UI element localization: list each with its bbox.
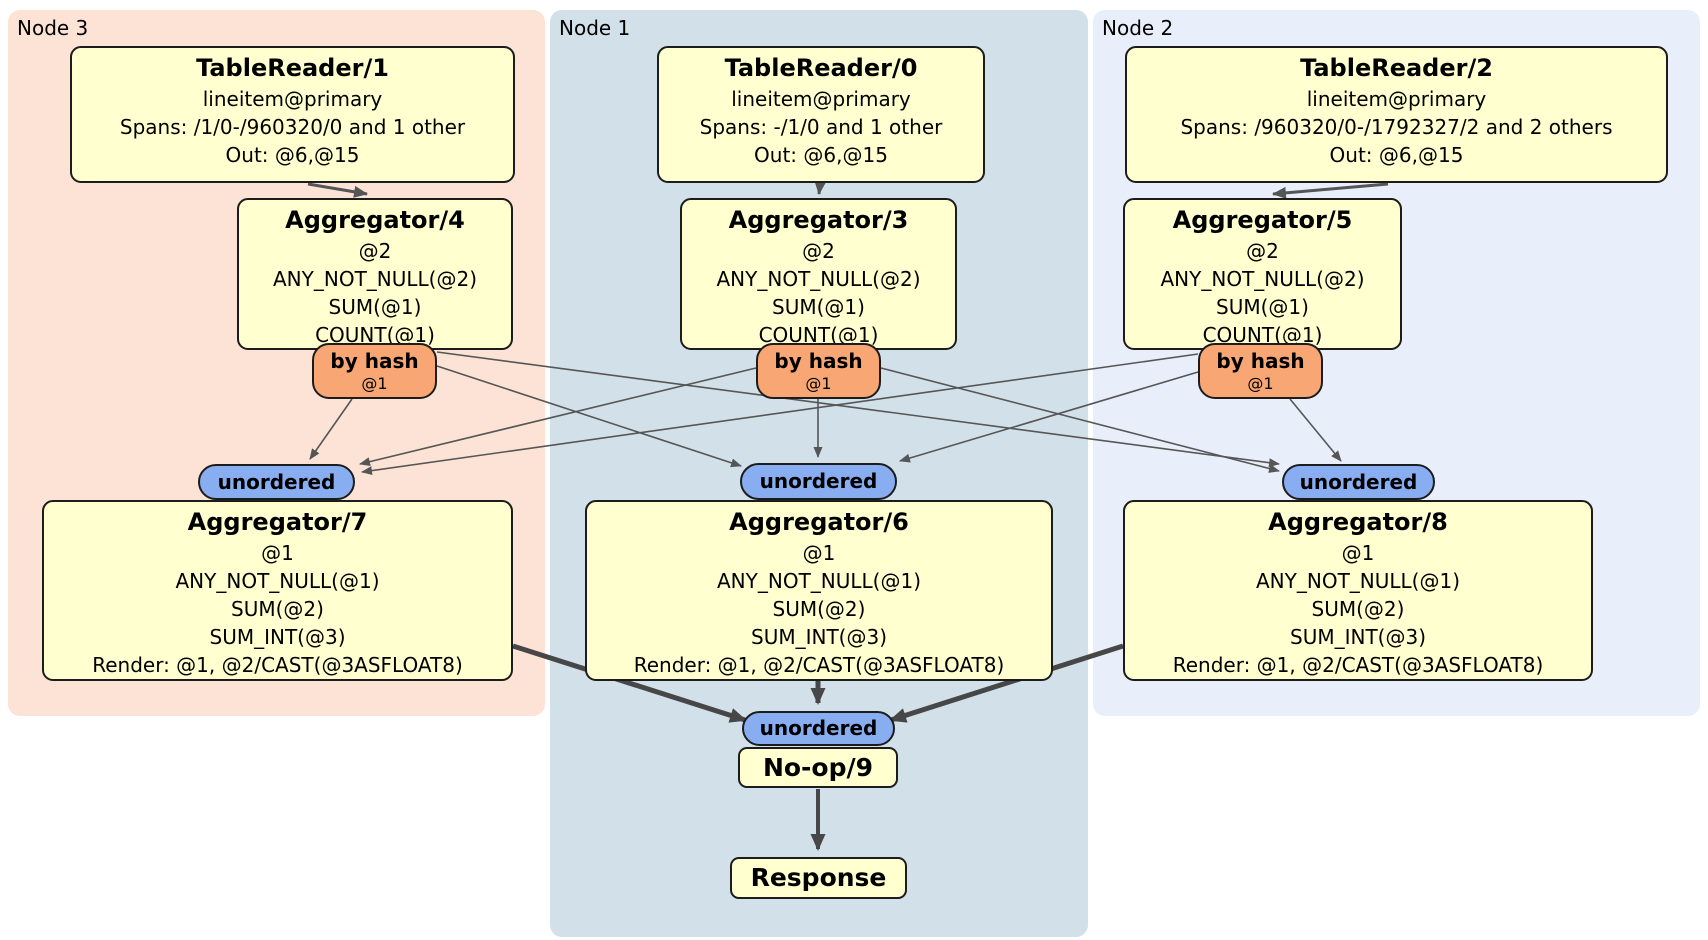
processor-detail: Render: @1, @2/CAST(@3ASFLOAT8)	[633, 653, 1005, 677]
processor-aggregator-3: Aggregator/3 @2 ANY_NOT_NULL(@2) SUM(@1)…	[680, 198, 957, 350]
processor-title: Aggregator/3	[728, 206, 909, 234]
processor-detail: lineitem@primary	[731, 87, 911, 111]
router-label: by hash	[330, 349, 419, 373]
processor-title: Aggregator/7	[187, 508, 368, 536]
processor-detail: Out: @6,@15	[754, 143, 888, 167]
processor-detail: ANY_NOT_NULL(@2)	[273, 267, 477, 291]
processor-detail: SUM(@2)	[772, 597, 866, 621]
sync-unordered-node3: unordered	[198, 464, 355, 500]
processor-title: TableReader/2	[1300, 54, 1493, 82]
processor-detail: Spans: /1/0-/960320/0 and 1 other	[119, 115, 466, 139]
processor-title: TableReader/1	[196, 54, 389, 82]
processor-detail: ANY_NOT_NULL(@1)	[1256, 569, 1460, 593]
processor-detail: ANY_NOT_NULL(@2)	[716, 267, 921, 291]
sync-unordered-node1: unordered	[740, 463, 897, 500]
node3-group-label: Node 3	[17, 16, 89, 40]
processor-aggregator-4: Aggregator/4 @2 ANY_NOT_NULL(@2) SUM(@1)…	[237, 198, 513, 350]
processor-tablereader-2: TableReader/2 lineitem@primary Spans: /9…	[1125, 46, 1668, 183]
processor-title: TableReader/0	[724, 54, 918, 82]
processor-aggregator-6: Aggregator/6 @1 ANY_NOT_NULL(@1) SUM(@2)…	[585, 500, 1053, 681]
processor-detail: Render: @1, @2/CAST(@3ASFLOAT8)	[92, 653, 463, 677]
processor-aggregator-8: Aggregator/8 @1 ANY_NOT_NULL(@1) SUM(@2)…	[1123, 500, 1593, 681]
processor-detail: @2	[1246, 239, 1279, 263]
processor-detail: @1	[261, 541, 294, 565]
processor-detail: SUM(@1)	[328, 295, 422, 319]
node2-group-label: Node 2	[1102, 16, 1174, 40]
processor-detail: SUM(@2)	[1311, 597, 1405, 621]
processor-detail: SUM_INT(@3)	[1290, 625, 1426, 649]
processor-title: Aggregator/6	[729, 508, 909, 536]
processor-detail: ANY_NOT_NULL(@1)	[175, 569, 380, 593]
router-arg: @1	[361, 374, 388, 393]
processor-detail: SUM(@1)	[1216, 295, 1309, 319]
sync-unordered-final: unordered	[742, 711, 895, 746]
processor-detail: @1	[802, 541, 836, 565]
router-arg: @1	[1247, 374, 1274, 393]
processor-detail: Out: @6,@15	[225, 143, 360, 167]
processor-tablereader-1: TableReader/1 lineitem@primary Spans: /1…	[70, 46, 515, 183]
processor-detail: Render: @1, @2/CAST(@3ASFLOAT8)	[1172, 653, 1544, 677]
processor-detail: SUM_INT(@3)	[751, 625, 887, 649]
processor-detail: ANY_NOT_NULL(@1)	[717, 569, 921, 593]
sync-unordered-node2: unordered	[1282, 464, 1435, 500]
processor-detail: @2	[358, 239, 392, 263]
processor-detail: Spans: -/1/0 and 1 other	[699, 115, 943, 139]
processor-tablereader-0: TableReader/0 lineitem@primary Spans: -/…	[657, 46, 985, 183]
processor-detail: SUM(@2)	[231, 597, 324, 621]
processor-title: Aggregator/4	[285, 206, 465, 234]
router-by-hash-node3: by hash @1	[312, 343, 437, 399]
processor-detail: SUM_INT(@3)	[209, 625, 346, 649]
router-by-hash-node2: by hash @1	[1198, 343, 1323, 399]
router-label: by hash	[774, 349, 863, 373]
processor-aggregator-7: Aggregator/7 @1 ANY_NOT_NULL(@1) SUM(@2)…	[42, 500, 513, 681]
processor-title: Aggregator/5	[1172, 206, 1353, 234]
processor-detail: @1	[1341, 541, 1375, 565]
processor-noop-9: No-op/9	[738, 747, 898, 788]
processor-detail: @2	[802, 239, 835, 263]
node1-group-label: Node 1	[559, 16, 631, 40]
router-arg: @1	[805, 374, 832, 393]
processor-aggregator-5: Aggregator/5 @2 ANY_NOT_NULL(@2) SUM(@1)…	[1123, 198, 1402, 350]
processor-detail: Out: @6,@15	[1329, 143, 1464, 167]
processor-detail: lineitem@primary	[1306, 87, 1487, 111]
response-node: Response	[730, 857, 907, 899]
processor-detail: ANY_NOT_NULL(@2)	[1160, 267, 1365, 291]
processor-detail: lineitem@primary	[202, 87, 383, 111]
processor-detail: Spans: /960320/0-/1792327/2 and 2 others	[1180, 115, 1613, 139]
router-label: by hash	[1216, 349, 1305, 373]
router-by-hash-node1: by hash @1	[756, 343, 881, 399]
processor-detail: SUM(@1)	[772, 295, 865, 319]
processor-title: Aggregator/8	[1268, 508, 1448, 536]
